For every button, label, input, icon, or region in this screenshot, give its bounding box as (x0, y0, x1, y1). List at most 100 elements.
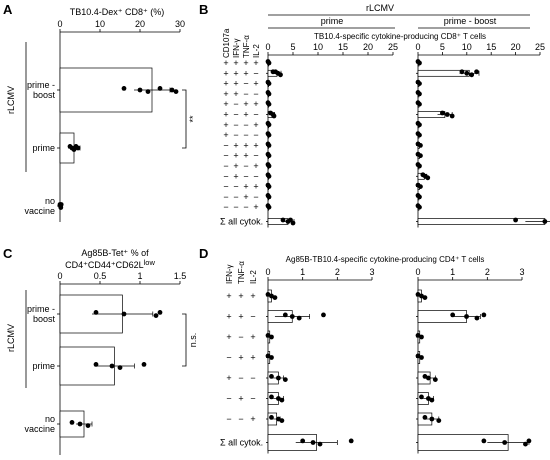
panel-c-category-0-label-1: boost (33, 314, 56, 324)
panel-d-1-x-tick-label-1: 1 (450, 267, 455, 277)
panel-b-marker-3: IL-2 (252, 44, 261, 58)
panel-d-0-row-5-point-2 (279, 397, 285, 403)
panel-b-row-10-sign-1: + (233, 161, 238, 171)
panel-c-row-2-point-1 (77, 421, 83, 427)
panel-d-1-row-4-point-2 (432, 377, 438, 382)
panel-b-0-x-tick-label-0: 0 (265, 42, 270, 52)
panel-d-1-x-tick-label-0: 0 (415, 267, 420, 277)
panel-b-row-5-sign-0: + (223, 110, 228, 120)
panel-d-1-row-1-point-0 (450, 312, 456, 318)
panel-b-1-row-0-point-1 (417, 60, 422, 66)
panel-a-category-1-label-0: prime (32, 143, 55, 153)
panel-b-row-2-sign-1: + (233, 79, 238, 89)
panel-d-1-x-tick-label-3: 3 (519, 267, 524, 277)
panel-b-row-10-sign-2: − (243, 161, 248, 171)
panel-a-category-0-label-1: boost (33, 90, 56, 100)
panel-b-row-6-sign-3: + (253, 120, 258, 130)
panel-a-category-2-label-0: no (45, 196, 55, 206)
panel-a-x-label: TB10.4-Dex⁺ CD8⁺ (%) (70, 7, 165, 17)
panel-a-row-2-point-3 (58, 202, 64, 207)
panel-b-row-1-sign-0: + (223, 68, 228, 78)
panel-b-row-10-sign-3: + (253, 161, 258, 171)
panel-b-0-row-12-point-1 (266, 184, 272, 190)
panel-a-x-tick-label-2: 20 (135, 19, 145, 29)
panel-b-0-row-10-point-1 (266, 163, 272, 169)
panel-d-0-row-0-point-2 (272, 295, 278, 300)
panel-d-row-0-sign-1: + (238, 291, 243, 301)
panel-d-1-row-3-point-1 (419, 355, 424, 360)
panel-d-0-row-6-point-0 (269, 415, 274, 420)
panel-b-title: TB10.4-specific cytokine-producing CD8⁺ … (314, 32, 486, 41)
panel-d-0-x-tick-label-1: 1 (300, 267, 305, 277)
panel-b-row-14-sign-2: − (243, 202, 248, 212)
panel-b-0-x-tick-label-2: 10 (313, 42, 323, 52)
panel-d-0-x-tick-label-3: 3 (369, 267, 374, 277)
panel-c-significance-bracket (182, 313, 187, 367)
panel-b-row-3-sign-3: − (253, 89, 258, 99)
panel-a-row-0-point-5 (173, 89, 179, 94)
panel-b-row-13-sign-3: − (253, 192, 258, 202)
panel-d-row-2-sign-0: + (226, 332, 231, 342)
panel-a-row-0-point-3 (157, 86, 163, 91)
panel-c-row-0-point-0 (93, 310, 99, 315)
panel-b-0-x-tick-label-1: 5 (290, 42, 295, 52)
panel-d-0-row-1-point-1 (289, 314, 295, 319)
panel-c-x-label-suffix: low (144, 258, 156, 267)
panel-b-row-10-sign-0: − (223, 161, 228, 171)
panel-d-row-6-sign-1: − (238, 414, 243, 424)
panel-b-row-8-sign-0: − (223, 140, 228, 150)
panel-b-row-9-sign-0: − (223, 151, 228, 161)
panel-a-row-0-point-1 (137, 87, 143, 93)
panel-b-row-12-sign-3: + (253, 182, 258, 192)
panel-b-row-11-sign-0: − (223, 171, 228, 181)
panel-c-x-tick-label-0: 0 (57, 271, 62, 281)
panel-c-category-1-label-0: prime (32, 361, 55, 371)
panel-b-row-1-sign-1: + (233, 68, 238, 78)
panel-d-row-all-label: Σ all cytok. (220, 438, 263, 448)
panel-b-row-3-sign-2: − (243, 89, 248, 99)
panel-b-marker-2: TNF-α (242, 35, 251, 58)
panel-b-row-4-sign-0: + (223, 99, 228, 109)
panel-b-1-row-1-point-3 (474, 69, 479, 75)
panel-b-row-3-sign-0: + (223, 89, 228, 99)
panel-b-row-5-sign-2: + (243, 110, 248, 120)
panel-b-1-row-5-point-0 (440, 110, 445, 116)
panel-d-0-row-1-point-3 (321, 312, 326, 318)
panel-b-row-0-sign-3: + (253, 58, 258, 68)
panel-b-0-row-1-point-2 (278, 72, 283, 78)
panel-b-0-row-4-point-1 (266, 101, 272, 107)
panel-d-0-row-4-point-0 (269, 374, 274, 379)
panel-a-row-1-point-4 (75, 145, 81, 151)
panel-b-1-row-2-point-1 (417, 81, 422, 86)
panel-b-1-row-11-point-2 (425, 175, 431, 181)
panel-c-group-label: rLCMV (6, 324, 16, 352)
panel-b-1-row-1-point-1 (464, 70, 470, 76)
panel-b-prime-label: prime (321, 16, 344, 26)
panel-c-row-1-point-3 (141, 362, 147, 367)
panel-d-row-5-sign-1: + (238, 394, 243, 404)
panel-b-row-9-sign-1: + (233, 151, 238, 161)
panel-b-1-x-tick-label-5: 25 (535, 42, 545, 52)
panel-a-row-0-point-0 (121, 86, 127, 91)
panel-d-1-row-1-point-1 (464, 314, 469, 319)
panel-b-row-11-sign-1: + (233, 171, 238, 181)
panel-b-row-14-sign-0: − (223, 202, 228, 212)
panel-d-1-row-5-point-2 (429, 397, 435, 403)
panel-d-0-row-7-point-3 (348, 438, 354, 444)
panel-b-row-14-sign-3: + (253, 202, 258, 212)
panel-c-category-0-label-0: prime - (27, 304, 55, 314)
panel-b-0-row-7-point-1 (266, 132, 272, 138)
panel-b-0-row-1-point-3 (273, 69, 278, 75)
panel-d-1-row-5-point-0 (419, 394, 424, 400)
panel-b-row-5-sign-3: − (253, 110, 258, 120)
panel-b-row-1-sign-2: + (243, 68, 248, 78)
panel-b-1-row-10-point-1 (417, 163, 422, 169)
panel-d-1-row-6-point-0 (422, 415, 428, 420)
panel-b-1-x-tick-label-4: 20 (511, 42, 521, 52)
panel-c-letter: C (3, 246, 13, 261)
panel-b-0-x-tick-label-5: 25 (388, 42, 398, 52)
panel-b-row-9-sign-2: + (243, 151, 248, 161)
panel-b-group-label: rLCMV (366, 3, 394, 13)
